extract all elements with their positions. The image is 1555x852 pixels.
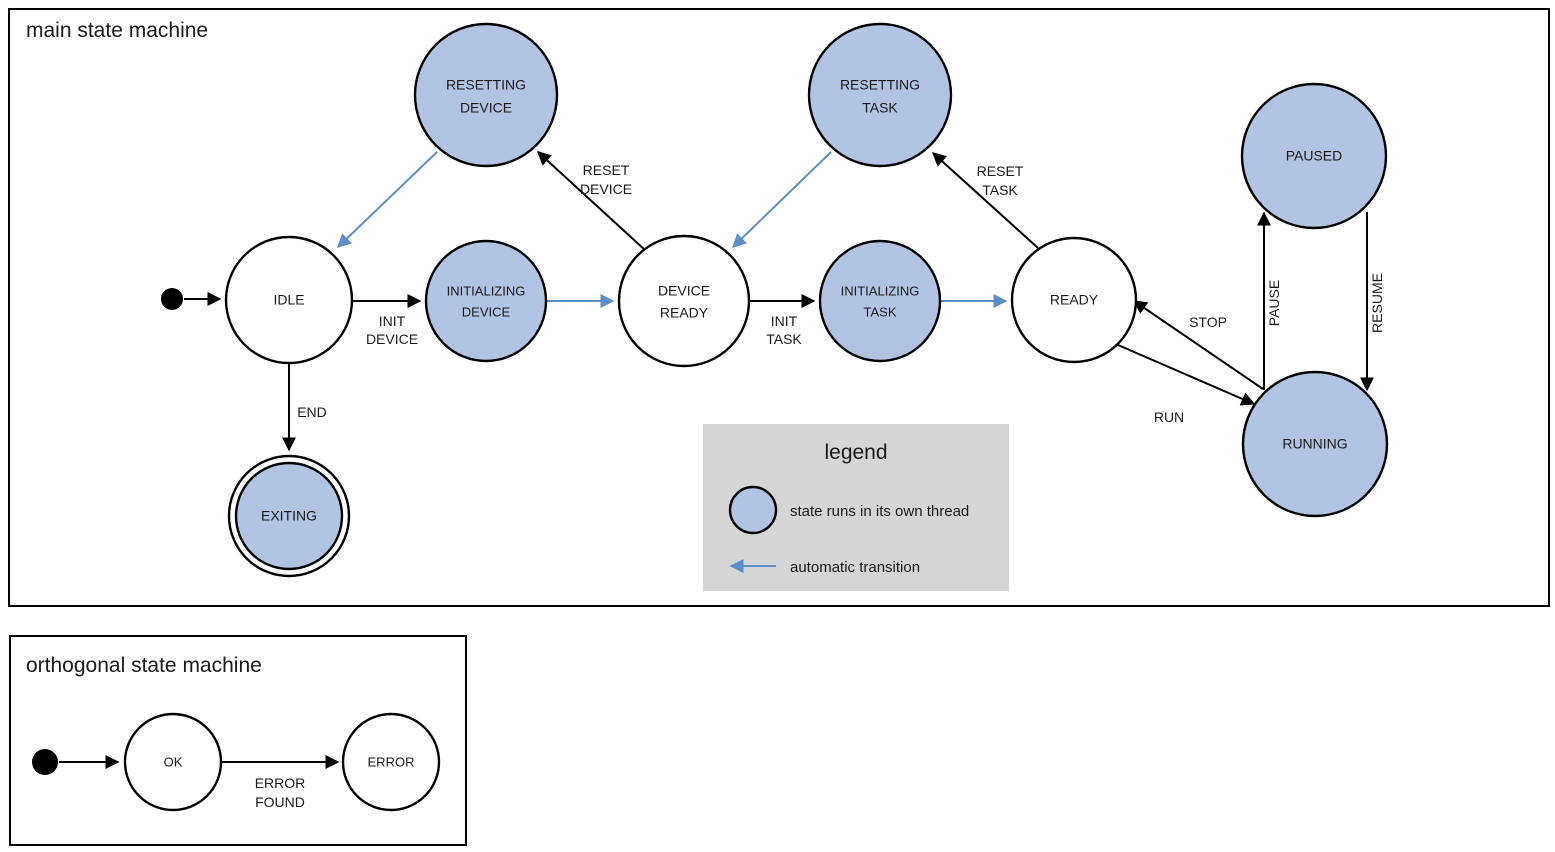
state-resetting-device-label-line2: DEVICE [460, 100, 512, 116]
transition-resetting-task-to-device-ready [731, 151, 832, 248]
state-initializing-device-label-line1: INITIALIZING [447, 283, 526, 298]
edge-label-init-device-line2: DEVICE [366, 331, 418, 347]
state-exiting-label: EXITING [261, 508, 317, 524]
orthogonal-frame-title: orthogonal state machine [26, 654, 262, 677]
edge-label-end: END [297, 404, 327, 420]
state-device-ready[interactable]: DEVICE READY [617, 234, 751, 368]
legend-title: legend [824, 441, 887, 464]
legend-thread-circle-icon [728, 485, 778, 535]
state-idle[interactable]: IDLE [224, 235, 354, 365]
edge-label-reset-task-line1: RESET [977, 163, 1024, 179]
legend: legend state runs in its own thread auto… [703, 424, 1009, 591]
legend-item-thread-text: state runs in its own thread [790, 503, 969, 520]
state-resetting-device[interactable]: RESETTING DEVICE [413, 22, 559, 168]
edge-label-resume: RESUME [1369, 273, 1385, 333]
state-exiting[interactable]: EXITING [227, 454, 351, 578]
state-error[interactable]: ERROR [341, 712, 441, 812]
edge-label-error-found-line2: FOUND [255, 794, 305, 810]
state-ready-label: READY [1050, 292, 1099, 308]
state-ok-label: OK [164, 754, 183, 769]
state-resetting-device-label-line1: RESETTING [446, 77, 526, 93]
state-initializing-task-label-line1: INITIALIZING [841, 283, 920, 298]
state-initializing-device[interactable]: INITIALIZING DEVICE [424, 239, 548, 363]
initial-pseudostate-main [161, 288, 183, 310]
transition-device-ready-to-resetting-device [536, 151, 646, 251]
state-paused[interactable]: PAUSED [1240, 82, 1388, 230]
edge-label-reset-device-line2: DEVICE [580, 181, 632, 197]
state-running-label: RUNNING [1282, 436, 1347, 452]
edge-label-reset-device-line1: RESET [583, 162, 630, 178]
state-initializing-task-label-line2: TASK [864, 304, 897, 319]
main-frame-title: main state machine [26, 19, 208, 42]
state-device-ready-label-line2: READY [660, 305, 709, 321]
state-running[interactable]: RUNNING [1241, 370, 1389, 518]
transition-resetting-device-to-idle [336, 151, 438, 248]
edge-label-init-device-line1: INIT [379, 313, 406, 329]
state-initializing-device-label-line2: DEVICE [462, 304, 511, 319]
edge-label-init-task-line1: INIT [771, 313, 798, 329]
edge-label-pause: PAUSE [1266, 280, 1282, 326]
state-device-ready-label-line1: DEVICE [658, 283, 710, 299]
transition-running-to-ready [1132, 300, 1264, 390]
edge-label-error-found-line1: ERROR [255, 775, 306, 791]
edge-label-stop: STOP [1189, 314, 1227, 330]
edge-label-reset-task-line2: TASK [982, 182, 1018, 198]
initial-pseudostate-orthogonal [32, 749, 58, 775]
state-resetting-task[interactable]: RESETTING TASK [807, 22, 953, 168]
state-resetting-task-label-line2: TASK [862, 100, 898, 116]
state-ok[interactable]: OK [123, 712, 223, 812]
state-paused-label: PAUSED [1286, 148, 1343, 164]
transition-ready-to-resetting-task [931, 152, 1039, 249]
legend-item-auto-text: automatic transition [790, 559, 920, 576]
edge-label-run: RUN [1154, 409, 1184, 425]
edge-label-init-task-line2: TASK [766, 331, 802, 347]
state-initializing-task[interactable]: INITIALIZING TASK [818, 239, 942, 363]
state-idle-label: IDLE [273, 292, 304, 308]
state-resetting-task-label-line1: RESETTING [840, 77, 920, 93]
state-ready[interactable]: READY [1010, 236, 1138, 364]
transition-ready-to-running [1117, 344, 1256, 406]
state-error-label: ERROR [368, 754, 415, 769]
